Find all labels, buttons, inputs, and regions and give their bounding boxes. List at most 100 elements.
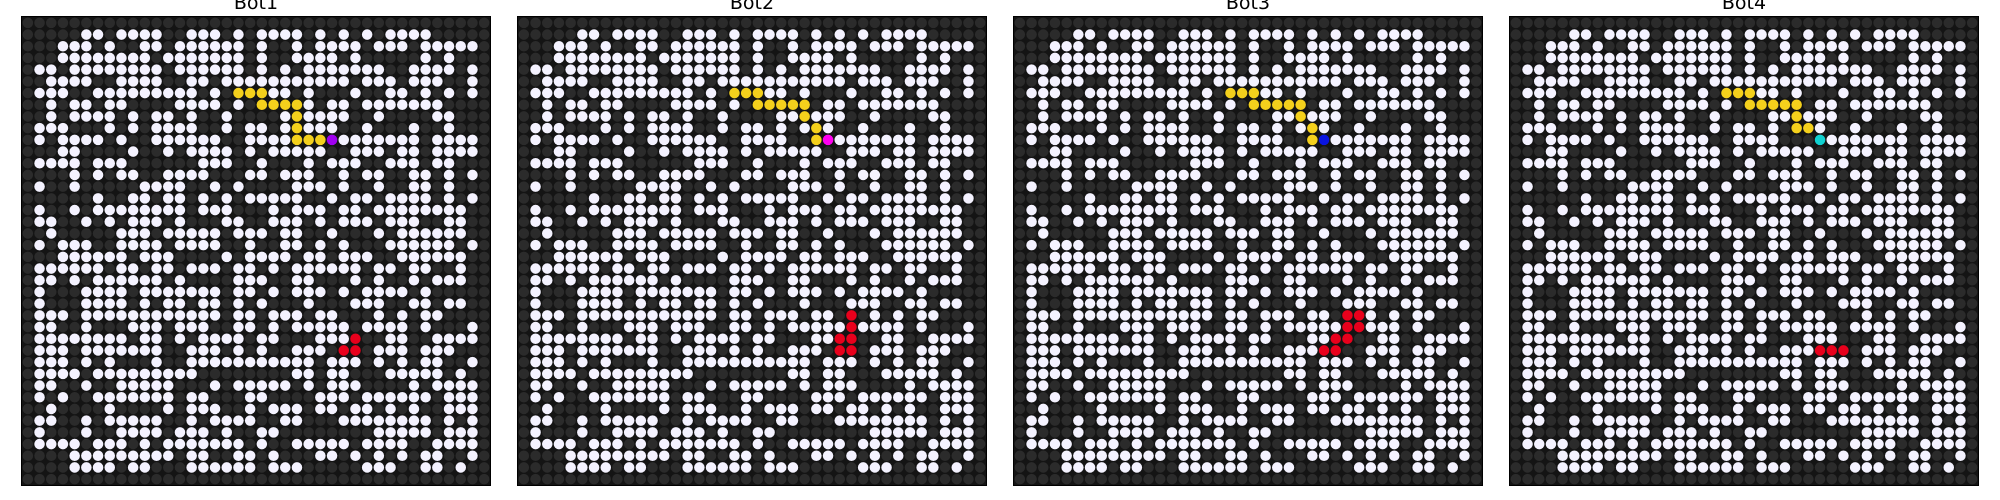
wall-cell: [1307, 415, 1318, 426]
wall-cell: [1061, 427, 1072, 438]
open-cell: [729, 29, 740, 40]
open-cell: [565, 263, 576, 274]
wall-cell: [467, 99, 478, 111]
open-cell: [1260, 427, 1271, 438]
open-cell: [151, 286, 162, 298]
wall-cell: [127, 40, 139, 52]
wall-cell: [647, 298, 658, 309]
wall-cell: [1896, 40, 1908, 52]
path-cell: [799, 111, 810, 122]
wall-cell: [1412, 111, 1423, 122]
open-cell: [682, 52, 693, 64]
open-cell: [1459, 239, 1470, 251]
open-cell: [244, 415, 256, 426]
wall-cell: [1295, 134, 1306, 146]
open-cell: [577, 134, 588, 146]
wall-cell: [1709, 29, 1721, 40]
wall-cell: [705, 76, 717, 87]
open-cell: [1061, 157, 1072, 169]
wall-cell: [834, 427, 846, 438]
wall-cell: [350, 122, 361, 134]
open-cell: [1412, 228, 1423, 239]
wall-cell: [315, 274, 326, 286]
wall-cell: [1767, 52, 1779, 64]
open-cell: [361, 64, 373, 75]
open-cell: [57, 438, 69, 450]
open-cell: [1049, 368, 1061, 380]
wall-cell: [139, 111, 151, 122]
open-cell: [1435, 87, 1447, 99]
wall-cell: [1400, 356, 1412, 368]
open-cell: [623, 204, 635, 216]
open-cell: [338, 263, 350, 274]
wall-cell: [658, 216, 670, 228]
wall-cell: [974, 99, 986, 111]
open-cell: [1096, 356, 1108, 368]
wall-cell: [1447, 193, 1459, 204]
open-cell: [1353, 438, 1365, 450]
open-cell: [588, 368, 600, 380]
open-cell: [1447, 228, 1459, 239]
wall-cell: [670, 462, 682, 473]
open-cell: [326, 52, 338, 64]
open-cell: [775, 134, 787, 146]
wall-cell: [857, 228, 869, 239]
wall-cell: [81, 193, 92, 204]
open-cell: [1201, 380, 1213, 391]
open-cell: [198, 403, 209, 415]
wall-cell: [1213, 286, 1225, 298]
open-cell: [279, 356, 291, 368]
open-cell: [1412, 263, 1423, 274]
open-cell: [151, 251, 162, 263]
open-cell: [233, 298, 244, 309]
open-cell: [705, 146, 717, 157]
open-cell: [647, 345, 658, 356]
open-cell: [553, 345, 565, 356]
wall-cell: [834, 473, 846, 485]
open-cell: [1412, 52, 1423, 64]
wall-cell: [1650, 29, 1662, 40]
wall-cell: [1131, 134, 1143, 146]
open-cell: [268, 462, 279, 473]
open-cell: [244, 321, 256, 333]
open-cell: [1318, 64, 1330, 75]
open-cell: [1225, 438, 1236, 450]
open-cell: [834, 251, 846, 263]
open-cell: [881, 204, 892, 216]
wall-cell: [139, 263, 151, 274]
open-cell: [291, 52, 303, 64]
open-cell: [1225, 380, 1236, 391]
wall-cell: [717, 368, 729, 380]
wall-cell: [951, 52, 963, 64]
wall-cell: [198, 122, 209, 134]
wall-cell: [635, 146, 647, 157]
open-cell: [396, 415, 408, 426]
open-cell: [338, 64, 350, 75]
wall-cell: [1470, 298, 1482, 309]
open-cell: [1283, 356, 1295, 368]
wall-cell: [1014, 146, 1026, 157]
wall-cell: [1377, 228, 1388, 239]
open-cell: [752, 438, 764, 450]
wall-cell: [1271, 321, 1283, 333]
open-cell: [1073, 380, 1084, 391]
wall-cell: [22, 450, 34, 462]
open-cell: [1283, 403, 1295, 415]
open-cell: [577, 239, 588, 251]
wall-cell: [303, 29, 314, 40]
wall-cell: [139, 403, 151, 415]
open-cell: [1166, 122, 1178, 134]
open-cell: [1342, 64, 1353, 75]
open-cell: [612, 427, 623, 438]
open-cell: [717, 122, 729, 134]
open-cell: [127, 216, 139, 228]
open-cell: [279, 169, 291, 181]
open-cell: [1236, 450, 1248, 462]
open-cell: [846, 415, 857, 426]
open-cell: [443, 274, 455, 286]
wall-cell: [1412, 134, 1423, 146]
open-cell: [1260, 462, 1271, 473]
open-cell: [612, 286, 623, 298]
open-cell: [963, 403, 974, 415]
open-cell: [1084, 134, 1096, 146]
